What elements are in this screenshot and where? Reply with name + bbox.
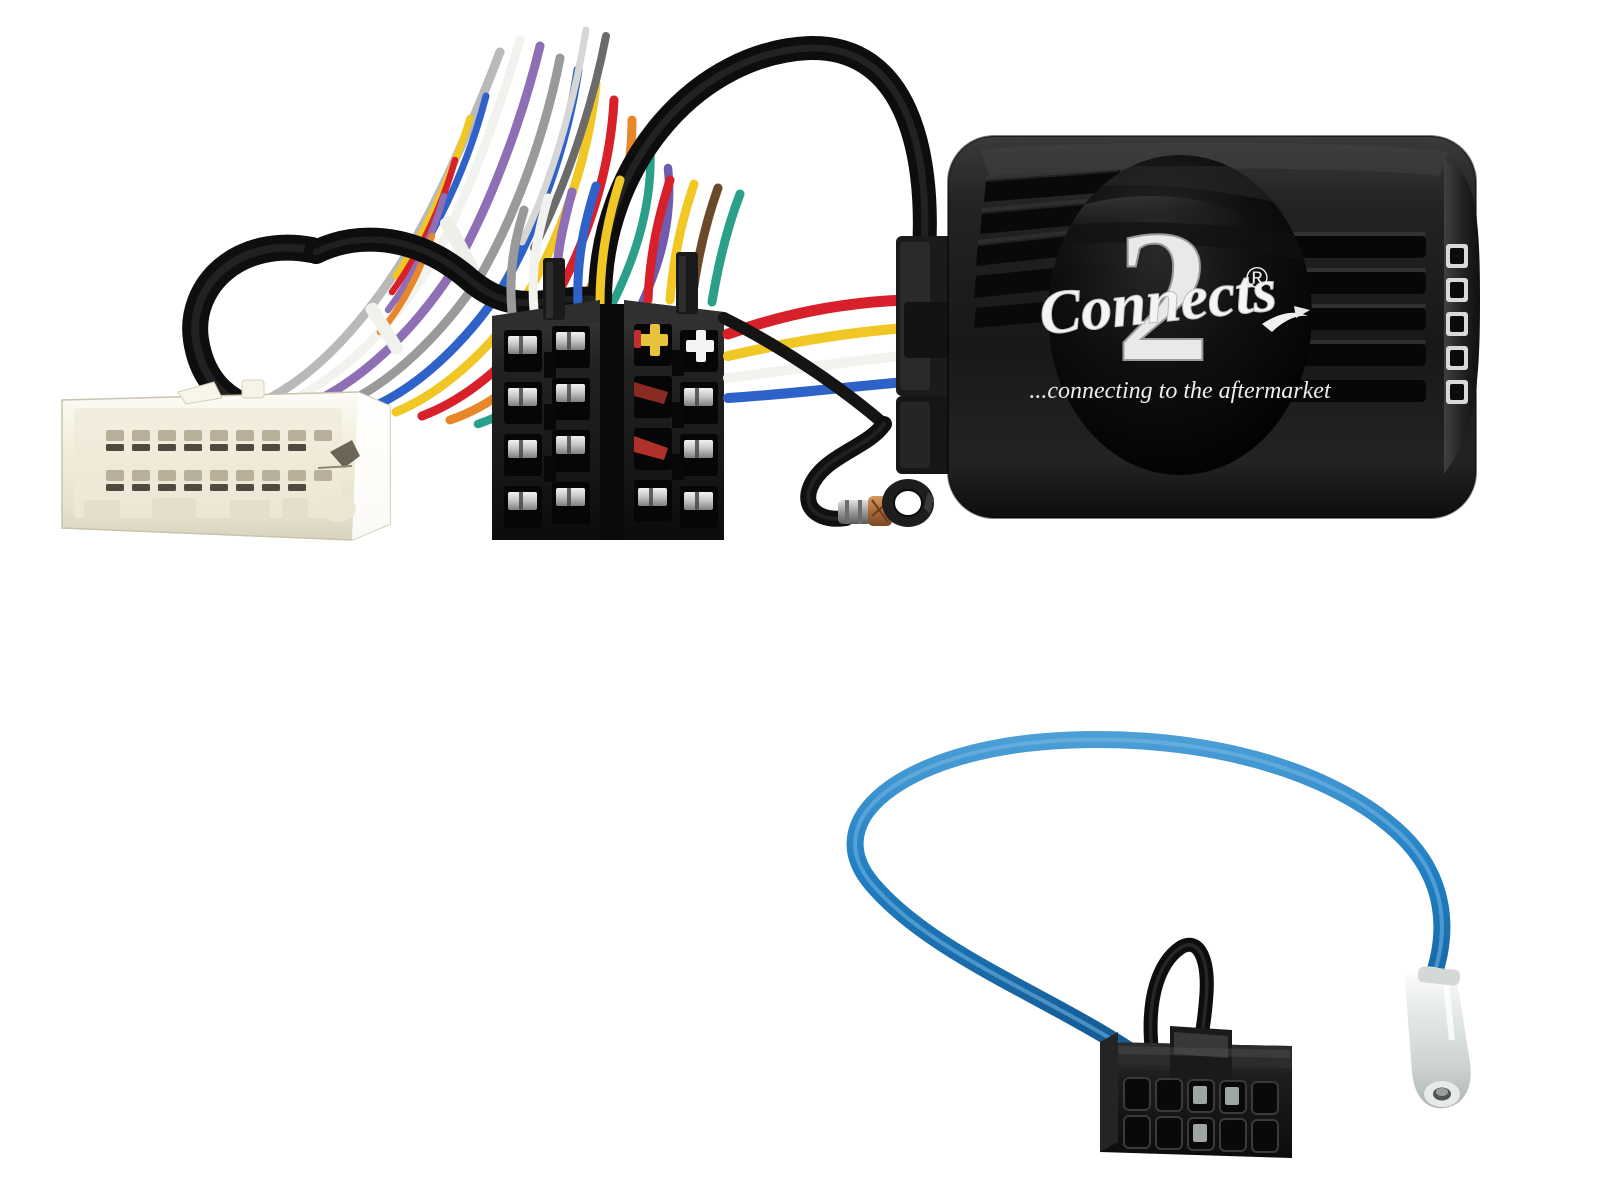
white-connector-pin-grid (106, 430, 332, 491)
iso-connector-pair (492, 175, 745, 540)
module-side-connector (896, 236, 962, 474)
logo-swoosh-icon (1262, 312, 1308, 332)
logo-swoosh-tail-icon (1294, 306, 1310, 318)
iso-connector-a (492, 258, 600, 540)
iso-plus-terminal-yellow (640, 324, 668, 356)
ring-terminal (838, 479, 934, 527)
ground-wire (800, 416, 892, 527)
iso-plus-terminal-white (686, 330, 714, 362)
registered-mark-icon: ® (1246, 262, 1268, 295)
module-label (1048, 155, 1312, 475)
logo-tagline: ...connecting to the aftermarket (1029, 378, 1332, 404)
white-vehicle-connector (61, 379, 391, 541)
patch-lead-blue-wire (846, 731, 1451, 1089)
cable-ties (365, 216, 478, 355)
interface-module (947, 135, 1480, 519)
logo-numeral: 2 (1116, 192, 1211, 402)
molex-cavity-grid (1123, 1077, 1279, 1153)
iso-connector-b (624, 252, 724, 540)
module-vent-right (1276, 236, 1426, 402)
patch-lead-molex-connector (1100, 1026, 1292, 1158)
bullet-connector (1404, 966, 1471, 1109)
module-input-wires (718, 294, 912, 430)
white-connector-latch (84, 494, 356, 522)
